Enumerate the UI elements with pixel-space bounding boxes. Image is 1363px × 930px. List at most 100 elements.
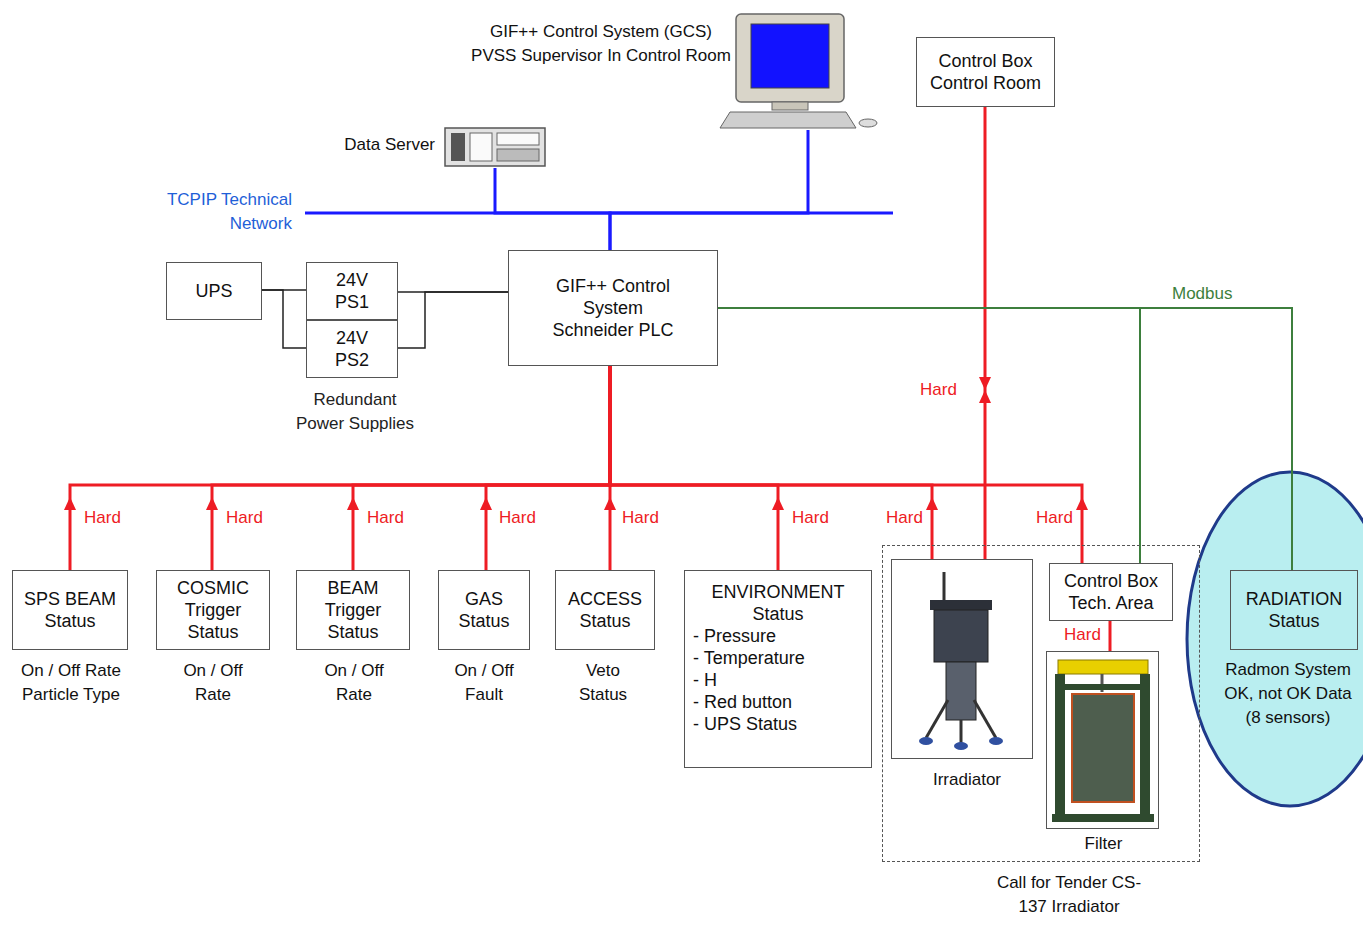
mouse (859, 119, 877, 127)
node-caption: Veto Status (563, 659, 643, 707)
control-box: Control Box Tech. Area (1049, 563, 1173, 621)
text-area: GIF++ Control System Schneider PLC (509, 251, 717, 365)
list-item: - Red button (693, 691, 863, 713)
antenna (943, 572, 946, 602)
connector-line (212, 366, 610, 570)
connector (610, 366, 938, 559)
node-caption: Call for Tender CS-137 Irradiator (987, 871, 1151, 919)
list-item: - Pressure (693, 625, 863, 647)
connector-line (610, 366, 778, 570)
text-area: UPS (167, 263, 261, 319)
connector (64, 366, 610, 570)
connector (398, 292, 508, 348)
server-case (445, 128, 545, 166)
crossbar (1065, 684, 1140, 690)
text-area: BEAM Trigger Status (297, 571, 409, 649)
irradiator-picture (919, 572, 1003, 750)
text-area: RADIATION Status (1231, 571, 1357, 649)
radiation-highlight: Radmon System OK, not OK Data (8 sensors… (1187, 472, 1363, 806)
node-caption: On / Off Rate (173, 659, 253, 707)
arrow-head (347, 497, 359, 510)
text-area: GAS Status (439, 571, 529, 649)
connector-line (70, 366, 610, 570)
head (930, 600, 992, 610)
text-area: 24V PS1 (307, 263, 397, 319)
control-box: Control Box Control Room (916, 37, 1055, 107)
filter-frame: Filter (1046, 651, 1159, 829)
connector-line (610, 366, 1082, 563)
connector-label: Hard (82, 508, 123, 528)
connector-label: Hard (365, 508, 406, 528)
list-item: - UPS Status (693, 713, 863, 735)
connector (610, 366, 1088, 563)
connector-line (610, 366, 932, 559)
text-area: ENVIRONMENT Status- Pressure- Temperatur… (685, 571, 871, 767)
text-area: SPS BEAM Status (13, 571, 127, 649)
connector (495, 168, 610, 250)
connector-line (610, 130, 808, 250)
connector-line (718, 308, 1292, 570)
connector (610, 130, 808, 250)
connector (262, 290, 306, 348)
monitor-stand (772, 102, 808, 110)
node-caption: Filter (1047, 832, 1160, 856)
connector (480, 366, 610, 570)
node-caption: Data Server (305, 133, 435, 157)
status-box: GAS StatusOn / Off Fault (438, 570, 530, 650)
box-label: RADIATION Status (1235, 588, 1353, 632)
node-caption: On / Off Rate Particle Type (6, 659, 136, 707)
server-slot (497, 133, 539, 145)
arrow-head (1076, 497, 1088, 510)
filter-picture (1052, 660, 1154, 822)
box-label: UPS (195, 280, 232, 302)
connector (718, 308, 1140, 563)
screen (751, 24, 829, 88)
connector (610, 366, 784, 570)
connector (206, 366, 610, 570)
post (1140, 674, 1150, 820)
highlight-ellipse (1187, 472, 1363, 806)
connector-line (486, 366, 610, 570)
keyboard (720, 112, 856, 128)
arrow-head (772, 497, 784, 510)
shield (934, 610, 988, 662)
connector-label: Hard (497, 508, 538, 528)
node-caption: GIF++ Control System (GCS) PVSS Supervis… (470, 20, 732, 68)
connector-label: Hard (1062, 625, 1103, 645)
connector-line (984, 107, 987, 559)
leg (926, 700, 948, 738)
monitor (736, 14, 844, 102)
tender-group: Call for Tender CS-137 IrradiatorIrradia… (882, 545, 1200, 862)
filter-window (1072, 694, 1134, 802)
box-label: ACCESS Status (560, 588, 650, 632)
connector-line (718, 308, 1140, 563)
box-label: COSMIC Trigger Status (161, 577, 265, 643)
status-box: RADIATION Status (1230, 570, 1358, 650)
connector (718, 308, 1292, 570)
connector-label: Hard (1034, 508, 1075, 528)
list-item: - Temperature (693, 647, 863, 669)
leg (974, 700, 996, 738)
connector-label: Hard (620, 508, 661, 528)
foot (954, 742, 968, 750)
leg (960, 720, 963, 744)
arrow-head (604, 497, 616, 510)
connector-label: Hard (790, 508, 831, 528)
group-label: Redundant Power Supplies (290, 388, 420, 436)
post (1055, 674, 1065, 820)
status-box: SPS BEAM StatusOn / Off Rate Particle Ty… (12, 570, 128, 650)
data-server: Data Server (305, 122, 550, 168)
connector-line (1109, 621, 1112, 651)
arrow-head (979, 390, 991, 403)
top-bar (1058, 660, 1148, 674)
server-slot (451, 133, 465, 161)
connector-line (495, 168, 610, 250)
ups-box: UPS (166, 262, 262, 320)
environment-box: ENVIRONMENT Status- Pressure- Temperatur… (684, 570, 872, 768)
text-area: Control Box Tech. Area (1050, 564, 1172, 620)
text-area: ACCESS Status (556, 571, 654, 649)
arrow-head (64, 497, 76, 510)
node-caption: Irradiator (907, 768, 1027, 792)
node-caption: On / Off Rate (314, 659, 394, 707)
